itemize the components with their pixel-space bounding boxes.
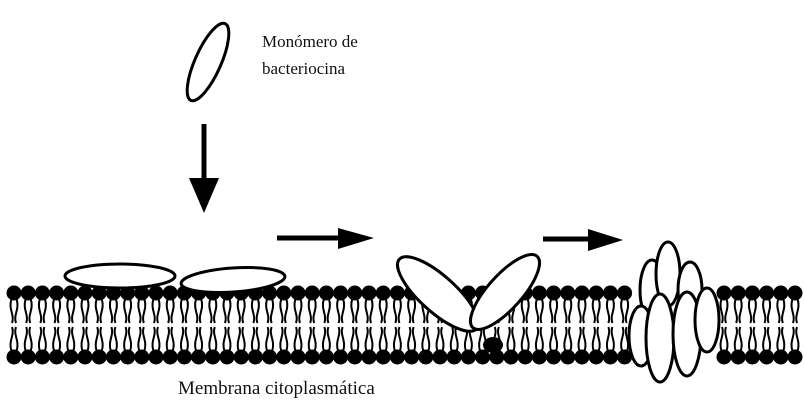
- monomer-label-line-2: bacteriocina: [262, 55, 358, 82]
- membrane-label: Membrana citoplasmática: [178, 375, 375, 402]
- monomer-label: Monómero de bacteriocina: [262, 28, 358, 82]
- free-bacteriocin-monomer: [179, 18, 237, 105]
- right-arrow-2: [543, 229, 623, 251]
- pore-cluster: [629, 242, 719, 382]
- adsorbed-monomer-1: [65, 264, 175, 288]
- down-arrow: [189, 124, 219, 213]
- monomer-label-line-1: Monómero de: [262, 28, 358, 55]
- right-arrow-1: [277, 228, 374, 249]
